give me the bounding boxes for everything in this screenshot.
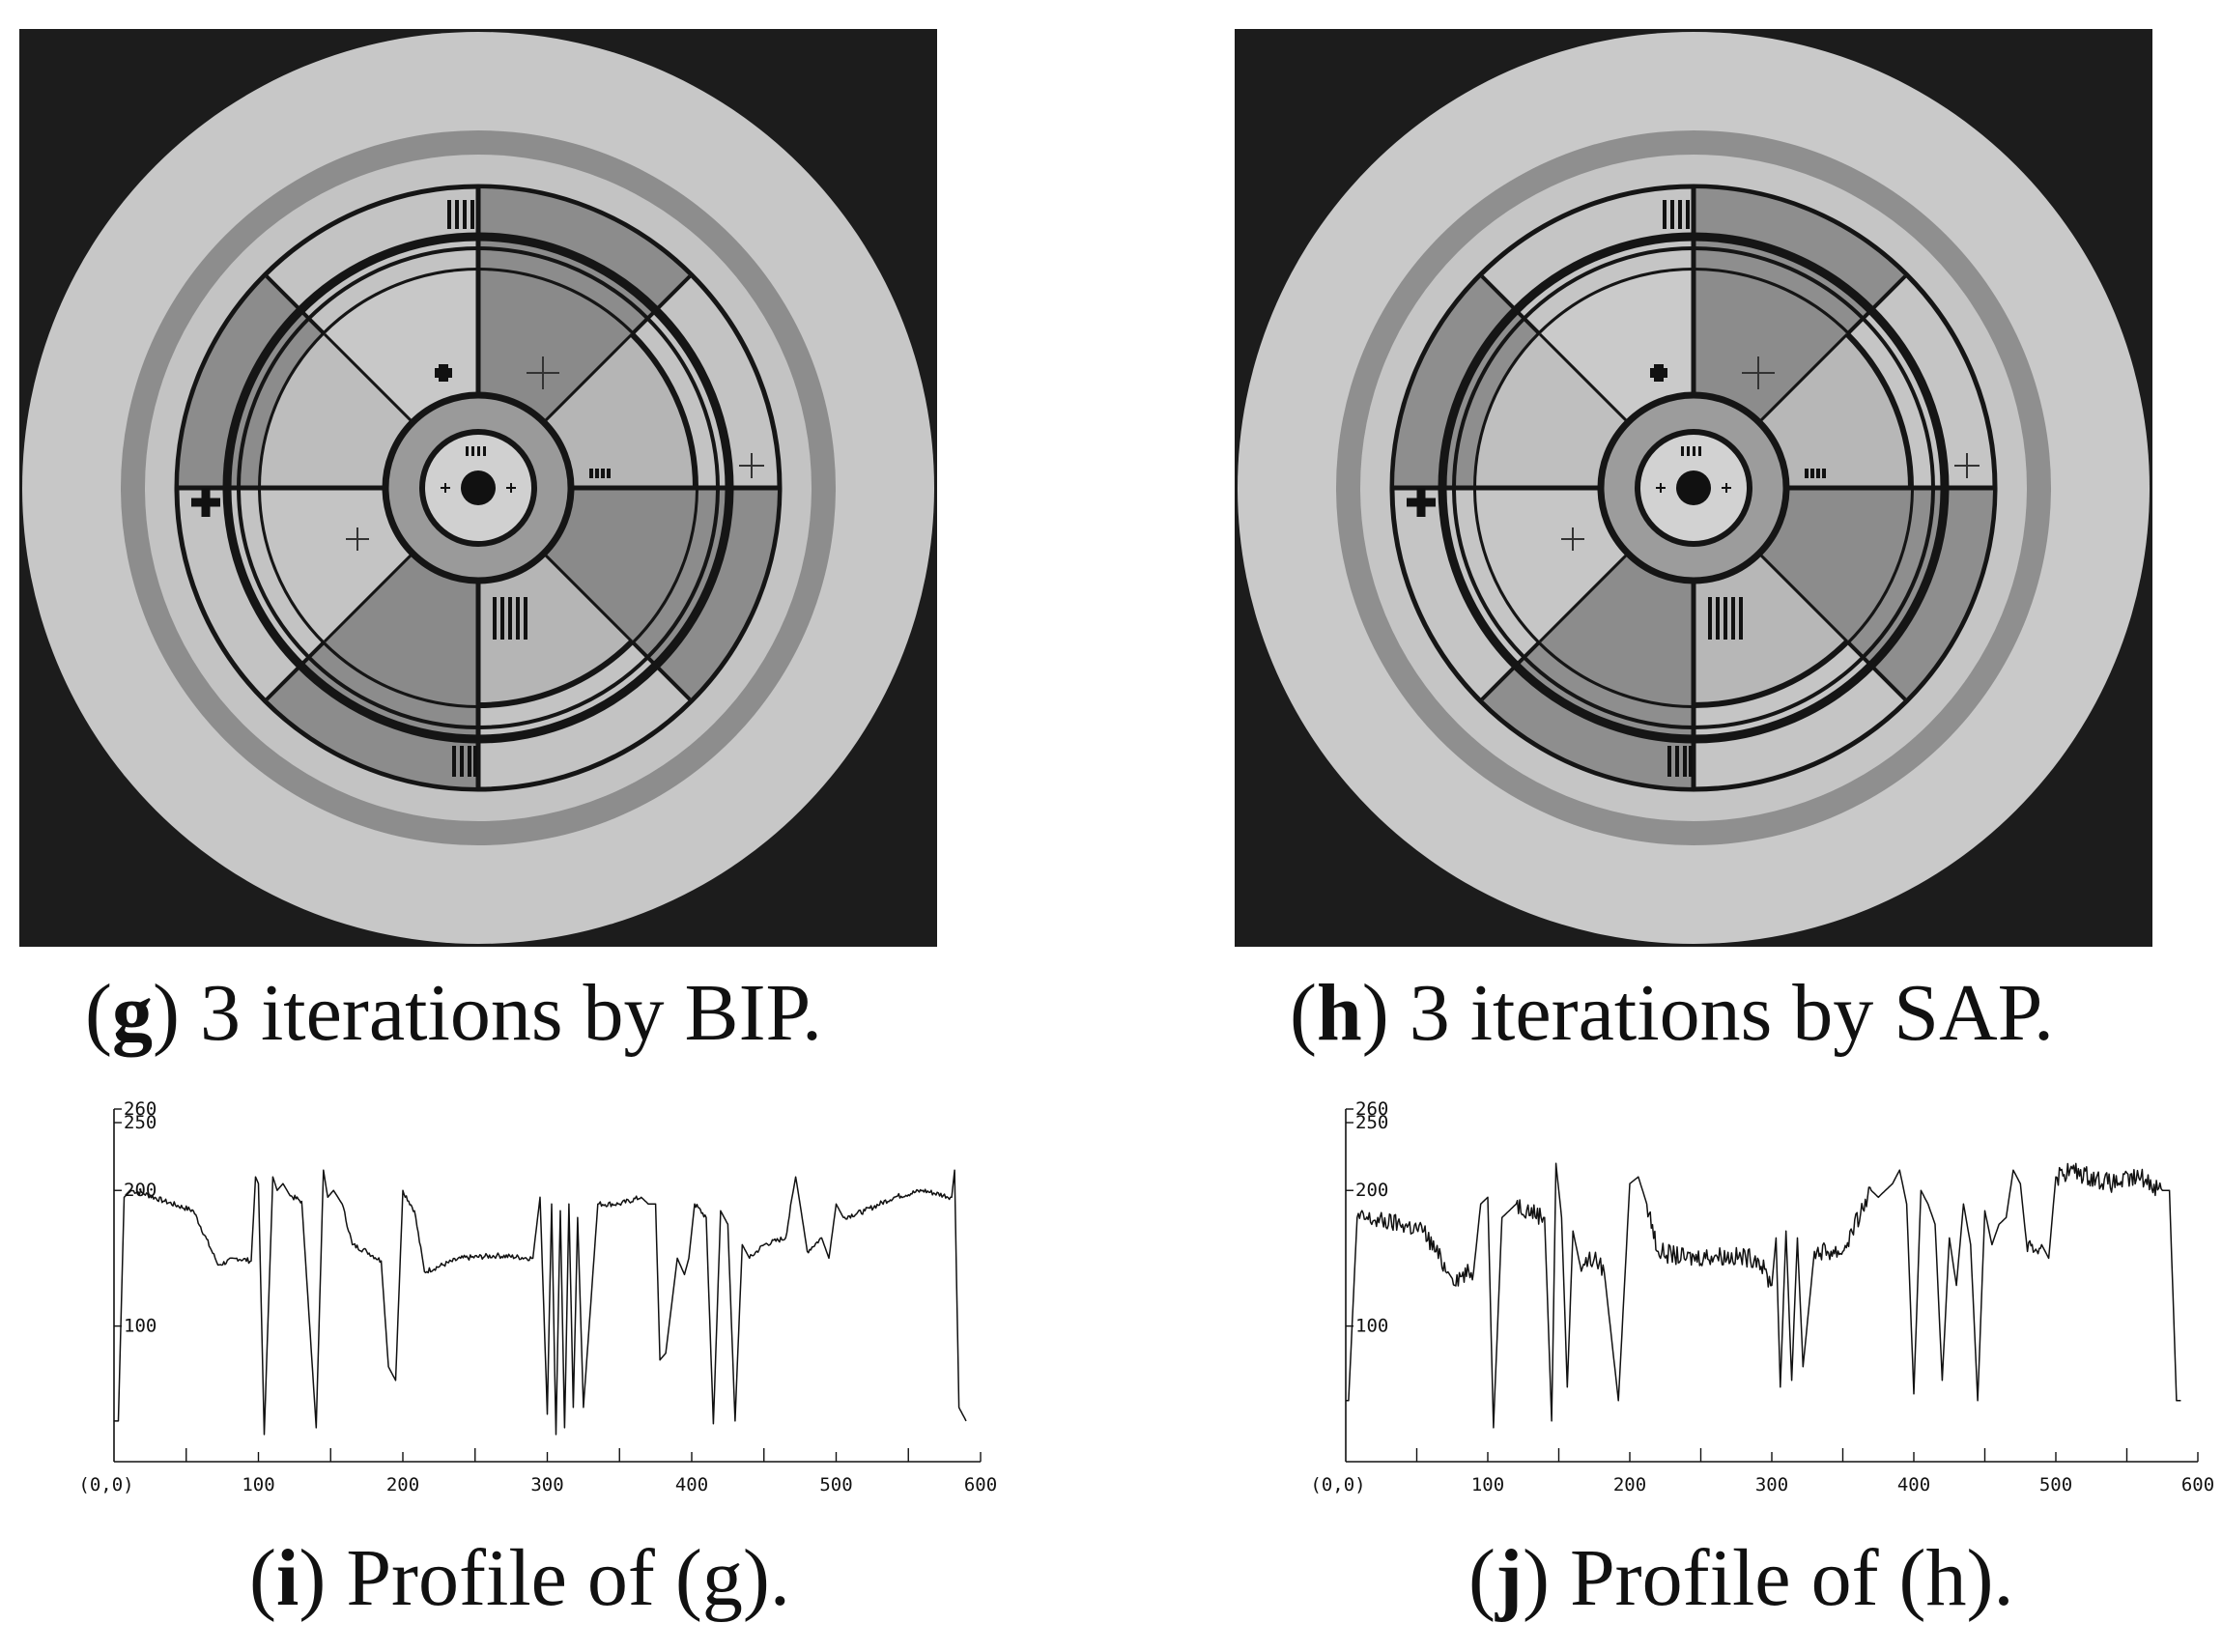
phantom-svg-h <box>1238 32 2150 944</box>
x-tick-label: 500 <box>2039 1474 2072 1495</box>
y-tick-label: 250 <box>1355 1112 1388 1133</box>
y-tick-label: 100 <box>124 1316 157 1337</box>
x-tick-label: 100 <box>242 1474 274 1495</box>
caption-i-text: Profile of (g). <box>326 1533 790 1623</box>
phantom-image-bip <box>19 29 937 947</box>
caption-g-text: 3 iterations by BIP. <box>179 968 822 1058</box>
y-tick-label: 250 <box>124 1112 157 1133</box>
origin-label: (0,0) <box>1310 1474 1365 1495</box>
x-tick-label: 600 <box>964 1474 997 1495</box>
phantom-image-sap <box>1235 29 2152 947</box>
phantom-svg-g <box>22 32 934 944</box>
caption-h: (h) 3 iterations by SAP. <box>1290 968 2055 1058</box>
caption-h-text: 3 iterations by SAP. <box>1388 968 2055 1058</box>
x-tick-label: 200 <box>386 1474 419 1495</box>
caption-j-text: Profile of (h). <box>1549 1533 2014 1623</box>
caption-i-letter: i <box>275 1533 299 1623</box>
profile-line <box>1346 1162 2181 1429</box>
x-tick-label: 500 <box>819 1474 852 1495</box>
x-tick-label: 400 <box>675 1474 708 1495</box>
y-tick-label: 100 <box>1355 1316 1388 1337</box>
origin-label: (0,0) <box>78 1474 133 1495</box>
y-tick-label: 260 <box>1355 1098 1388 1120</box>
caption-h-letter: h <box>1316 968 1362 1058</box>
caption-g: (g) 3 iterations by BIP. <box>85 968 822 1058</box>
caption-i: (i) Profile of (g). <box>249 1533 790 1623</box>
caption-g-letter: g <box>111 968 153 1058</box>
phantom-drawing <box>22 32 934 944</box>
phantom-drawing <box>1238 32 2150 944</box>
caption-j: (j) Profile of (h). <box>1468 1533 2014 1623</box>
y-tick-label: 260 <box>124 1098 157 1120</box>
x-tick-label: 400 <box>1897 1474 1930 1495</box>
x-tick-label: 100 <box>1471 1474 1504 1495</box>
x-tick-label: 600 <box>2181 1474 2214 1495</box>
x-tick-label: 200 <box>1613 1474 1646 1495</box>
x-tick-label: 300 <box>1755 1474 1788 1495</box>
x-tick-label: 300 <box>530 1474 563 1495</box>
y-tick-label: 200 <box>1355 1180 1388 1201</box>
profile-line <box>114 1169 967 1436</box>
caption-j-letter: j <box>1495 1533 1523 1623</box>
